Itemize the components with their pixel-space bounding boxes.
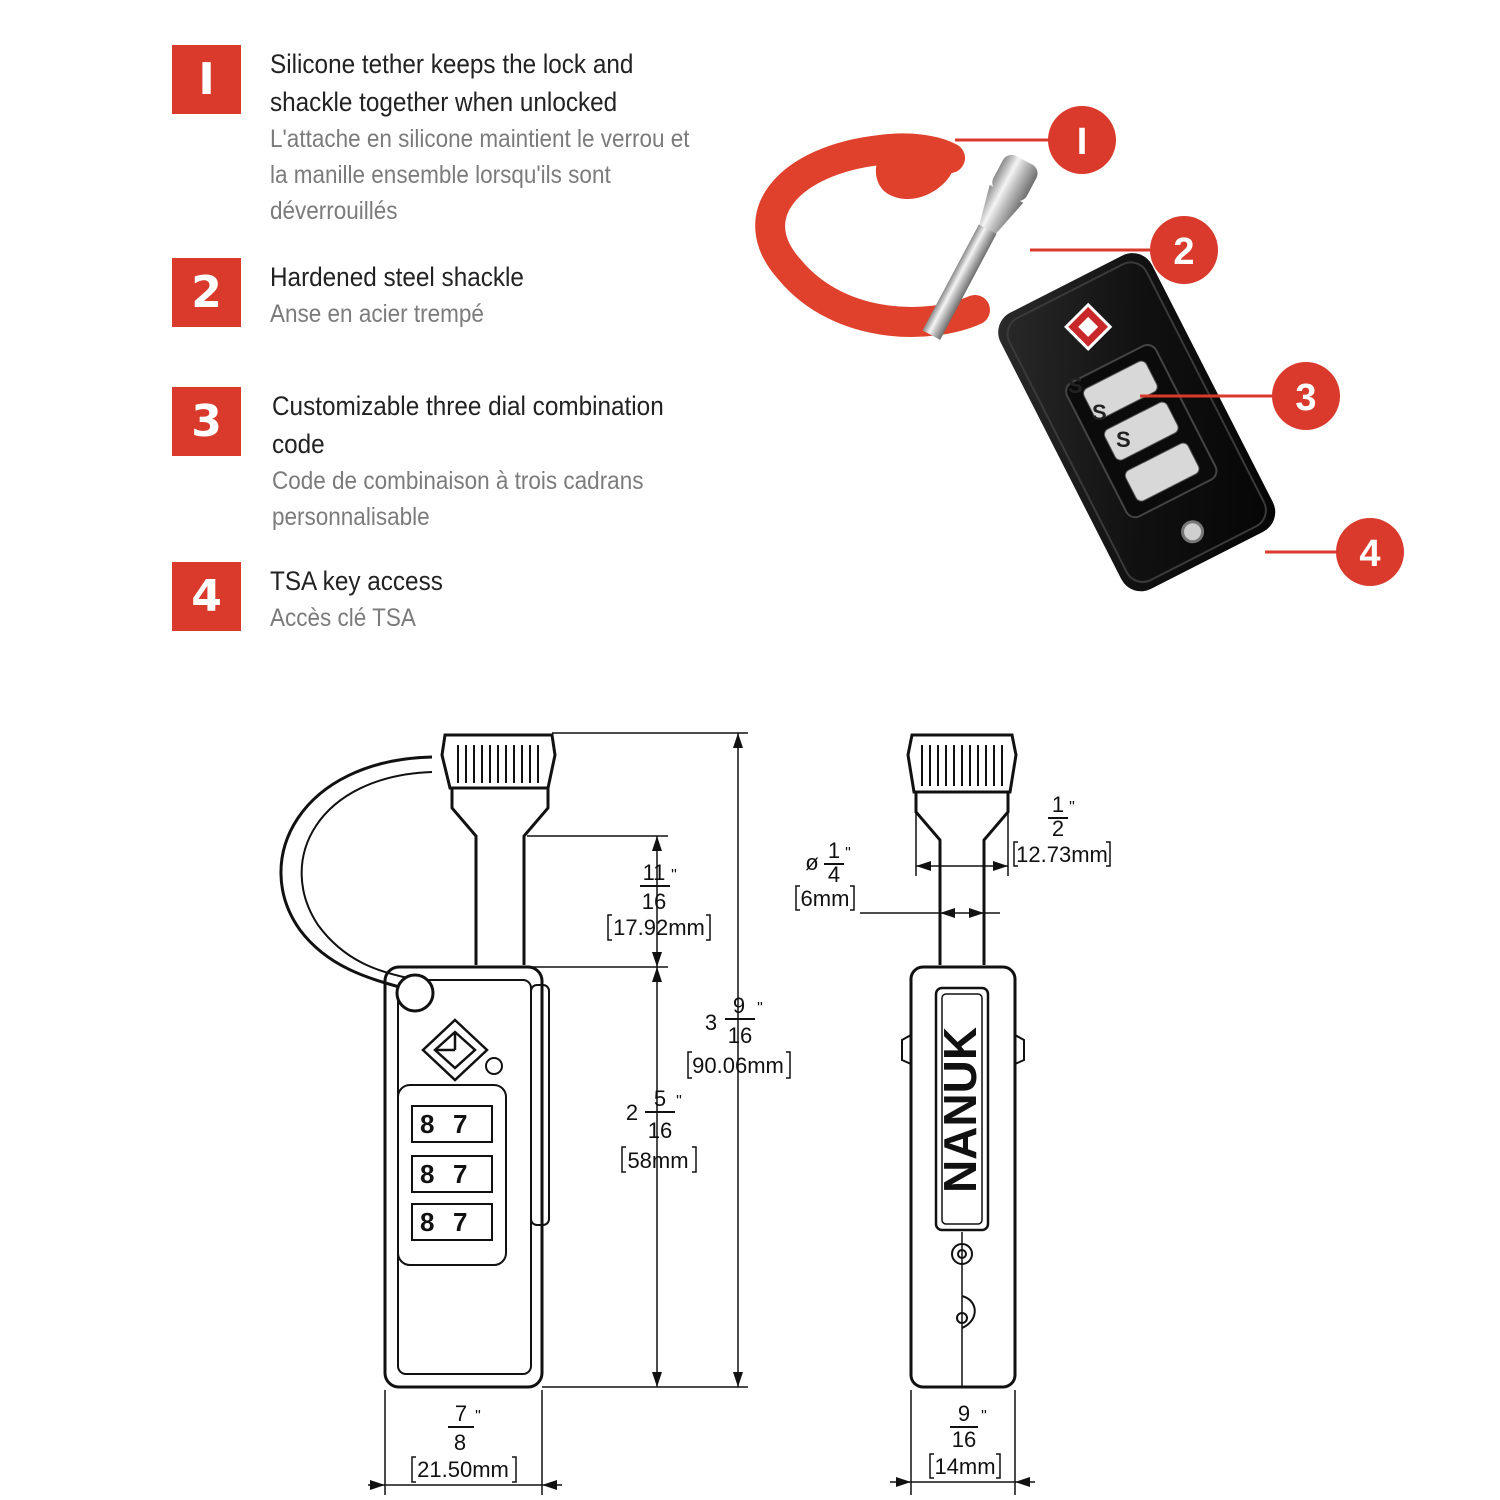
dim-total-num: 9 [733, 993, 745, 1018]
front-dial-digit: 8 [420, 1159, 434, 1189]
dim-dia-den: 4 [828, 862, 840, 887]
feature-fr-line: Accès clé TSA [270, 604, 416, 632]
dim-shackle-mm: 17.92mm [613, 915, 705, 940]
dim-total-den: 16 [728, 1023, 752, 1048]
callout-label-1: I [1077, 121, 1088, 163]
dim-shackle-unit: " [671, 867, 677, 884]
callout-label-2: 2 [1173, 231, 1194, 273]
front-view-drawing [279, 733, 557, 1389]
feature-fr-line: L'attache en silicone maintient le verro… [270, 125, 690, 153]
dim-cap-den: 2 [1052, 816, 1064, 841]
dim-shackle-num: 11 [643, 860, 666, 885]
dimension-drawings: NANUK 8 7 8 7 8 7 11 " [279, 732, 1111, 1495]
tsa-logo-icon [421, 1018, 489, 1082]
dim-body-num: 5 [654, 1086, 666, 1111]
front-dial-digit: 8 [420, 1207, 434, 1237]
dim-cap-mm: 12.73mm [1016, 842, 1108, 867]
feature-text-4: TSA key access Accès clé TSA [270, 562, 740, 636]
dim-body-whole: 2 [626, 1100, 638, 1125]
dim-cap-num: 1 [1052, 792, 1064, 817]
combination-dials [1083, 360, 1200, 502]
feature-en-line: Hardened steel shackle [270, 262, 524, 292]
dim-width-den: 8 [454, 1430, 466, 1455]
callout-circle-4 [1336, 518, 1404, 586]
feature-en-line: shackle together when unlocked [270, 87, 618, 117]
feature-text-2: Hardened steel shackle Anse en acier tre… [270, 258, 740, 332]
lock-body [998, 253, 1276, 592]
dim-body-unit: " [676, 1093, 682, 1110]
feature-fr-line: personnalisable [272, 503, 430, 531]
callout-label-3: 3 [1295, 377, 1316, 419]
dim-body-mm: 58mm [627, 1148, 688, 1173]
tsa-logo-icon [1064, 302, 1113, 351]
callout-circle-2 [1150, 216, 1218, 284]
feature-badge-4: 4 [172, 562, 241, 631]
feature-en-line: code [272, 429, 325, 459]
dim-cap-unit: " [1069, 799, 1075, 816]
feature-en-line: Customizable three dial combination [272, 391, 664, 421]
callout-label-4: 4 [1359, 533, 1380, 575]
dim-dia-symbol: ø [805, 850, 818, 875]
dim-total-mm: 90.06mm [692, 1053, 784, 1078]
feature-text-1: Silicone tether keeps the lock and shack… [270, 45, 740, 229]
dim-total-unit: " [757, 1000, 763, 1017]
dim-total-whole: 3 [705, 1010, 717, 1035]
dim-dia-num: 1 [828, 838, 840, 863]
front-dial-digit: 7 [453, 1159, 467, 1189]
dial-digit: S [1068, 373, 1083, 398]
dim-dia-unit: " [845, 845, 851, 862]
feature-fr-line: la manille ensemble lorsqu'ils sont [270, 161, 611, 189]
brand-name: NANUK [934, 1027, 986, 1193]
callout-circle-3 [1272, 362, 1340, 430]
callout-circle-1 [1048, 106, 1116, 174]
front-dial-digit: 7 [453, 1207, 467, 1237]
front-dial-digit: 7 [453, 1109, 467, 1139]
dim-dia-mm: 6mm [801, 886, 850, 911]
front-dial-digits: 8 7 8 7 8 7 [420, 1109, 467, 1237]
feature-text-3: Customizable three dial combination code… [272, 387, 742, 535]
feature-badge-3: 3 [172, 387, 241, 456]
feature-badge-2: 2 [172, 258, 241, 327]
dim-body-den: 16 [648, 1118, 672, 1143]
front-dial-digit: 8 [420, 1109, 434, 1139]
feature-badge-1: I [172, 45, 241, 114]
feature-en-line: TSA key access [270, 566, 443, 596]
feature-fr-line: déverrouillés [270, 197, 398, 225]
feature-fr-line: Anse en acier trempé [270, 300, 484, 328]
dim-side-num: 9 [958, 1401, 970, 1426]
steel-shackle [922, 154, 1038, 340]
dial-digit: S [1092, 400, 1107, 425]
dim-side-den: 16 [952, 1427, 976, 1452]
dim-side-unit: " [981, 1408, 987, 1425]
feature-en-line: Silicone tether keeps the lock and [270, 49, 634, 79]
dim-side-mm: 14mm [934, 1454, 995, 1479]
lock-product-illustration: S S S I 2 3 4 [755, 106, 1404, 592]
dim-width-num: 7 [455, 1401, 467, 1426]
dial-digit: S [1116, 427, 1131, 452]
dim-width-mm: 21.50mm [417, 1457, 509, 1482]
feature-fr-line: Code de combinaison à trois cadrans [272, 467, 644, 495]
side-view-drawing [901, 733, 1025, 1389]
dim-width-unit: " [475, 1408, 481, 1425]
dim-shackle-den: 16 [642, 889, 666, 914]
